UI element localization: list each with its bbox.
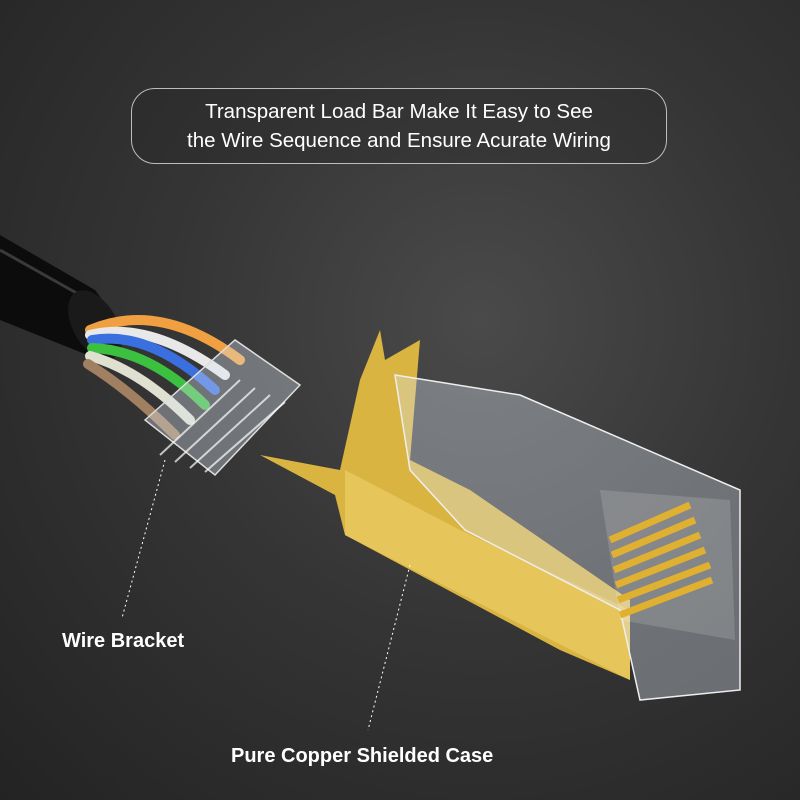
wire-bracket: [143, 339, 302, 477]
gold-contacts: [608, 501, 714, 619]
caption-line-2: the Wire Sequence and Ensure Acurate Wir…: [187, 129, 611, 152]
leader-line-shielded-case: [367, 564, 411, 731]
caption-box: Transparent Load Bar Make It Easy to See…: [131, 88, 667, 164]
shielded-case: [260, 330, 630, 680]
caption-line-1: Transparent Load Bar Make It Easy to See: [205, 100, 593, 123]
rj45-plug: [394, 374, 741, 701]
label-shielded-case: Pure Copper Shielded Case: [231, 745, 494, 767]
colored-wires: [83, 315, 245, 440]
leader-line-wire-bracket: [121, 459, 166, 619]
label-wire-bracket: Wire Bracket: [62, 630, 185, 652]
